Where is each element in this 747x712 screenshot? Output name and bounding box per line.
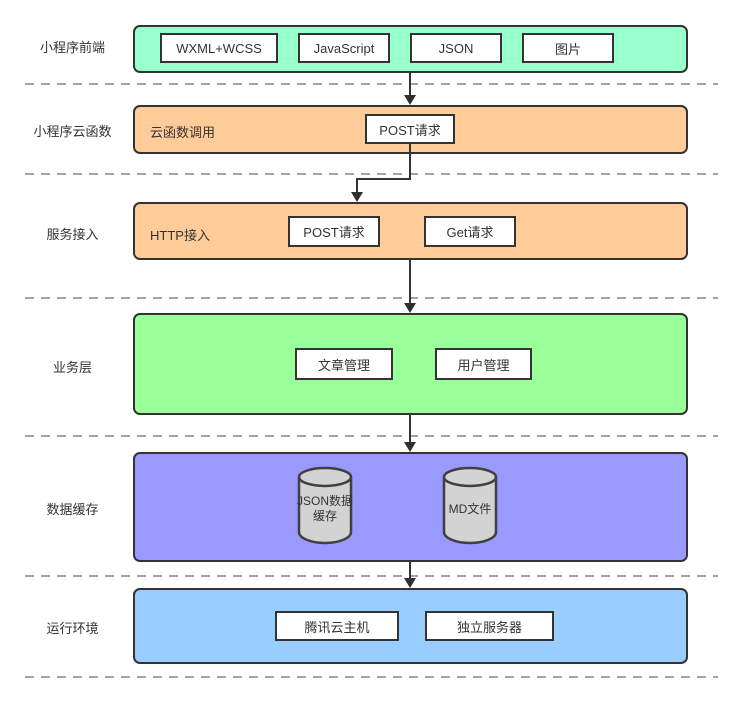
- layer-label-cloud-function: 小程序云函数: [33, 124, 112, 139]
- box-wxml-wcss: WXML+WCSS: [160, 33, 278, 63]
- layer-label-miniprogram-frontend: 小程序前端: [39, 40, 105, 55]
- band-business-layer: [133, 313, 688, 415]
- dashed-separator: [25, 676, 718, 678]
- arrow-cloudfn-to-service-seg1: [409, 144, 411, 180]
- cylinder-md-file-icon: [441, 466, 499, 546]
- arrow-service-to-business-head: [404, 303, 416, 313]
- box-get-request-service: Get请求: [424, 216, 516, 247]
- arrow-cloudfn-to-service-seg3: [356, 178, 358, 194]
- box-independent-server: 独立服务器: [425, 611, 554, 641]
- box-article-management: 文章管理: [295, 348, 393, 380]
- box-user-management: 用户管理: [435, 348, 532, 380]
- band-service-access: [133, 202, 688, 260]
- arrow-cache-to-runtime-head: [404, 578, 416, 588]
- layer-label-runtime-env: 运行环境: [46, 621, 99, 636]
- box-tencent-cloud-host: 腾讯云主机: [275, 611, 399, 641]
- cylinder-md-file-label: MD文件: [448, 501, 492, 516]
- arrow-business-to-cache-line: [409, 415, 411, 444]
- box-image: 图片: [522, 33, 614, 63]
- arrow-service-to-business-line: [409, 260, 411, 305]
- dashed-separator: [25, 83, 718, 85]
- arrow-cloudfn-to-service-head: [351, 192, 363, 202]
- arrow-frontend-to-cloudfn-head: [404, 95, 416, 105]
- dashed-separator: [25, 297, 718, 299]
- arrow-cache-to-runtime-line: [409, 562, 411, 580]
- band-data-cache: [133, 452, 688, 562]
- dashed-separator: [25, 435, 718, 437]
- label-cloud-function-call: 云函数调用: [150, 125, 216, 140]
- dashed-separator: [25, 575, 718, 577]
- box-json: JSON: [410, 33, 502, 63]
- layer-label-service-access: 服务接入: [46, 227, 99, 242]
- cylinder-json-cache-icon: [296, 466, 354, 546]
- box-post-request-service: POST请求: [288, 216, 380, 247]
- layer-label-data-cache: 数据缓存: [46, 502, 99, 517]
- arrow-business-to-cache-head: [404, 442, 416, 452]
- box-post-request-cloudfn: POST请求: [365, 114, 455, 144]
- box-javascript: JavaScript: [298, 33, 390, 63]
- cylinder-json-cache-label: JSON数据缓存: [296, 494, 353, 523]
- band-runtime-env: [133, 588, 688, 664]
- arrow-cloudfn-to-service-seg2: [356, 178, 411, 180]
- dashed-separator: [25, 173, 718, 175]
- label-http-access: HTTP接入: [150, 228, 210, 243]
- layer-label-business-layer: 业务层: [52, 360, 92, 375]
- arrow-frontend-to-cloudfn-line: [409, 73, 411, 97]
